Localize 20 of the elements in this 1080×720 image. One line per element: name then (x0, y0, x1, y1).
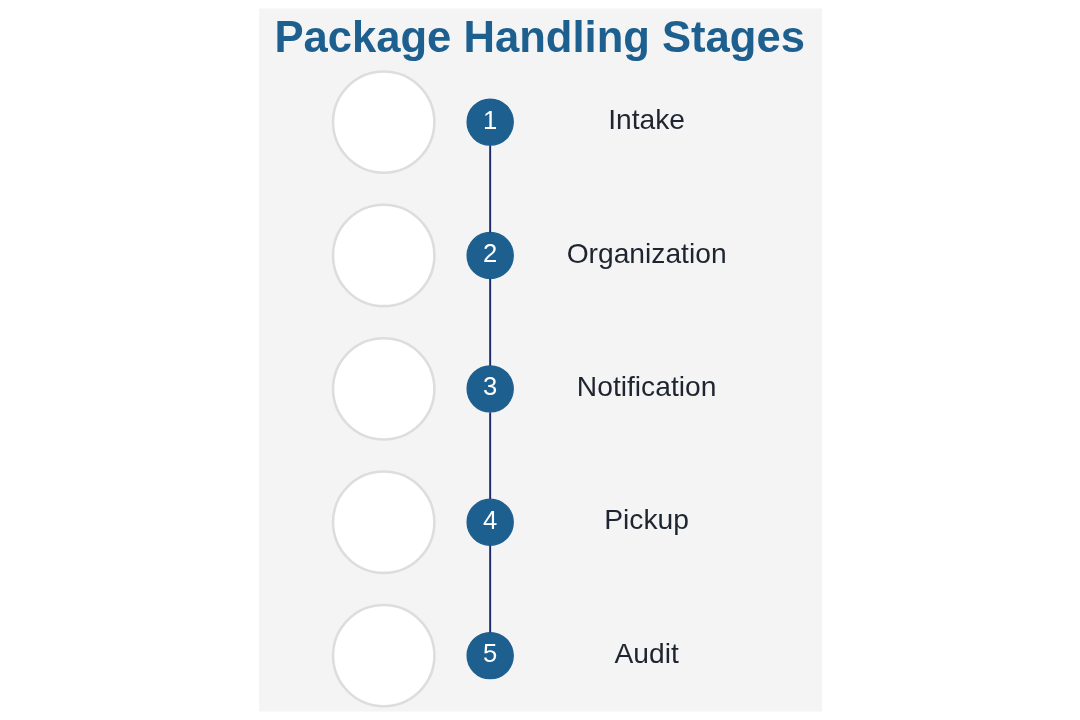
node-label: Organization (566, 236, 727, 269)
connector (488, 544, 491, 634)
node-circle: 1 (465, 98, 514, 146)
node-label: Notification (576, 370, 716, 403)
node-label: Intake (607, 103, 685, 136)
node-circle: 4 (465, 498, 514, 546)
node-circle: 2 (465, 231, 514, 280)
node-circle (331, 203, 436, 308)
node-circle (331, 470, 436, 575)
node-label: Pickup (603, 503, 689, 536)
diagram-title: Package Handling Stages (273, 13, 805, 62)
connector (488, 144, 491, 234)
node-circle (331, 336, 436, 441)
node-label: Audit (613, 636, 679, 669)
node-circle: 3 (465, 365, 514, 413)
connector (488, 278, 491, 367)
node-circle (331, 70, 436, 175)
node-circle (331, 603, 436, 708)
connector (488, 411, 491, 501)
node-circle: 5 (465, 631, 514, 680)
